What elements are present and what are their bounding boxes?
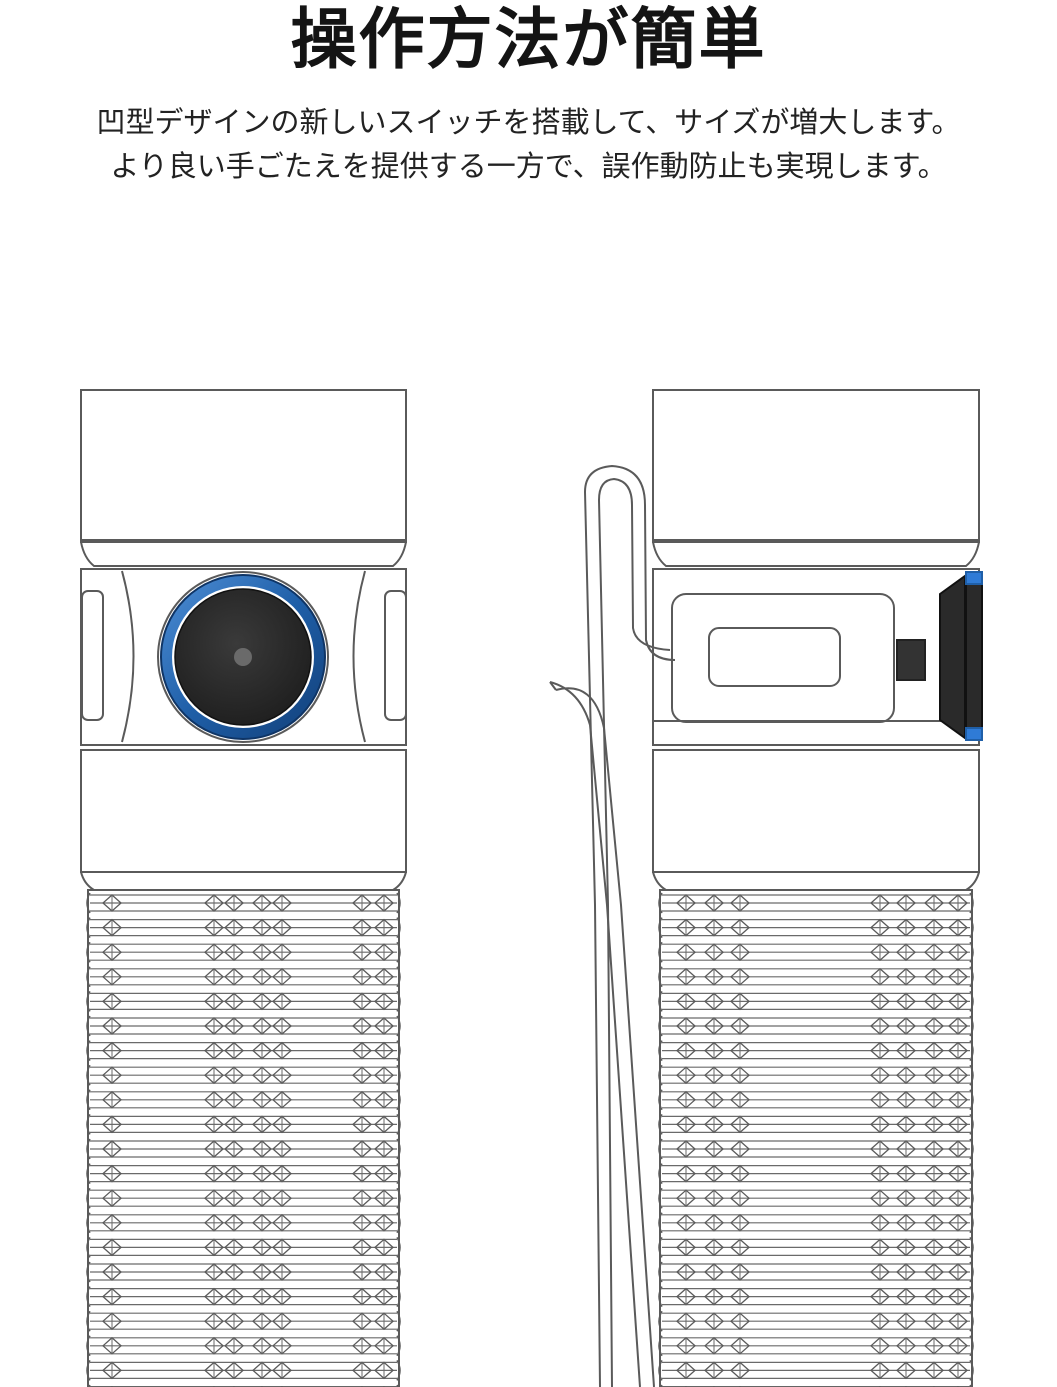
left-flashlight (80, 389, 407, 1387)
usb-port-latch-icon (896, 571, 983, 741)
knurl-row (86, 1114, 401, 1135)
knurl-row (86, 941, 401, 963)
knurl-row (658, 1261, 974, 1283)
knurl-row (86, 966, 401, 988)
page-title: 操作方法が簡単 (290, 1, 767, 78)
left-knurled-body (86, 889, 401, 1387)
right-flashlight (652, 389, 983, 1387)
knurl-row (658, 1138, 974, 1160)
pocket-clip (549, 464, 676, 1387)
left-head (80, 389, 407, 567)
knurl-row (658, 1237, 974, 1258)
knurl-row (658, 1212, 974, 1234)
knurl-row (86, 991, 401, 1012)
knurl-row (86, 1138, 401, 1160)
right-knurled-body (658, 889, 974, 1387)
knurl-row (86, 1015, 401, 1037)
knurl-row (86, 1335, 401, 1357)
knurl-row (658, 1040, 974, 1061)
knurl-row (658, 892, 974, 914)
right-head (652, 389, 980, 567)
knurl-row (658, 1187, 974, 1209)
knurl-row (658, 1335, 974, 1357)
knurl-row (86, 1310, 401, 1332)
knurl-row (658, 917, 974, 938)
knurl-row (86, 1261, 401, 1283)
right-clip-band (652, 568, 980, 746)
knurl-row (86, 1064, 401, 1086)
right-tail-ring (652, 749, 980, 891)
knurl-row (658, 1310, 974, 1332)
knurl-row (658, 941, 974, 963)
knurl-row (86, 1163, 401, 1184)
knurl-row (86, 1212, 401, 1234)
left-tail-ring (80, 749, 407, 891)
knurl-row (86, 1237, 401, 1258)
knurl-row (86, 1089, 401, 1111)
description-line-1: 凹型デザインの新しいスイッチを搭載して、サイズが増大します。 (96, 105, 961, 139)
knurl-row (658, 1089, 974, 1111)
knurl-row (658, 1163, 974, 1184)
knurl-row (86, 1286, 401, 1307)
knurl-row (658, 1286, 974, 1307)
knurl-row (86, 1040, 401, 1061)
knurl-row (658, 991, 974, 1012)
knurl-row (86, 892, 401, 914)
knurl-row (86, 1187, 401, 1209)
knurl-row (658, 1360, 974, 1381)
knurl-row (86, 917, 401, 938)
knurl-row (658, 1064, 974, 1086)
knurl-row (658, 1114, 974, 1135)
knurl-row (658, 1015, 974, 1037)
left-switch-button-icon (157, 571, 329, 743)
knurl-row (86, 1360, 401, 1381)
knurl-row (658, 966, 974, 988)
description-line-2: より良い手ごたえを提供する一方で、誤作動防止も実現します。 (110, 149, 947, 183)
